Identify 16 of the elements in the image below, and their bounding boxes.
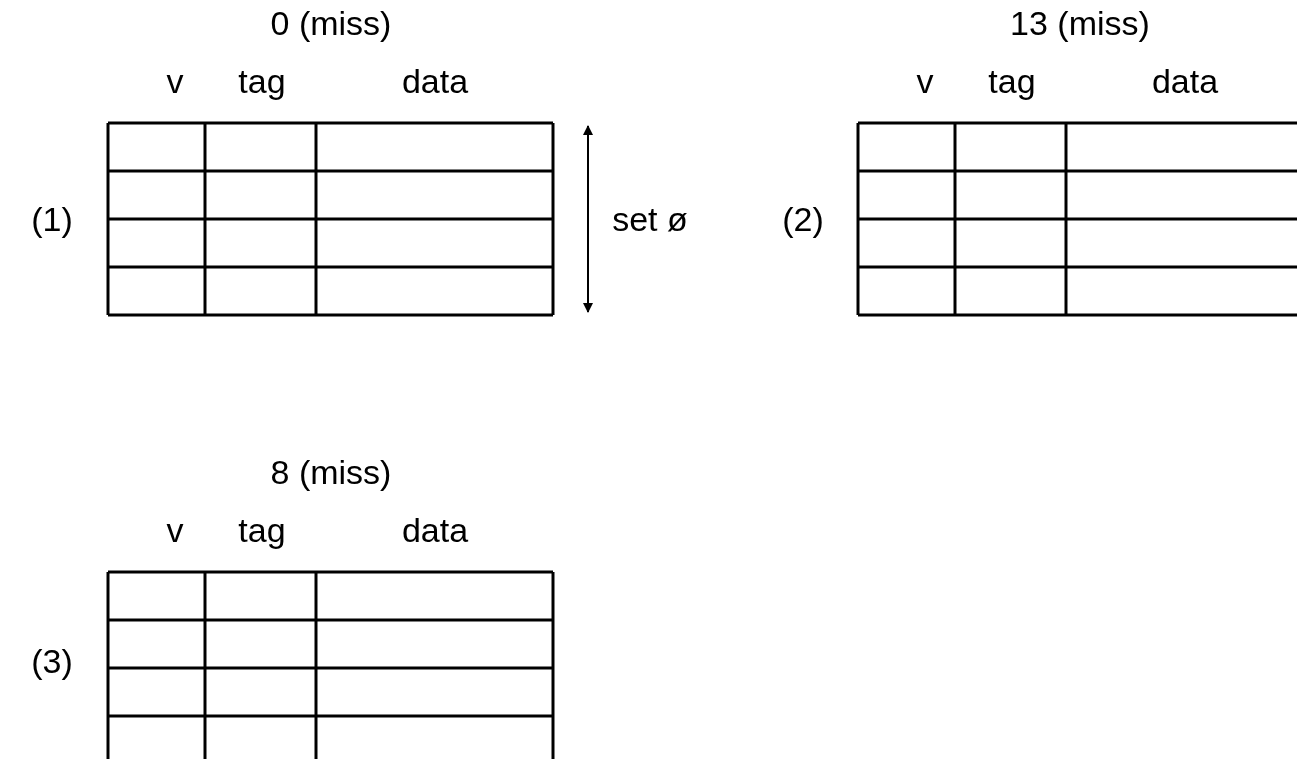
table-title: 13 (miss) [1010,4,1150,42]
column-header: data [1151,62,1219,100]
column-header: tag [238,511,286,549]
table-title: 0 (miss) [270,4,392,42]
column-header: v [916,62,934,100]
column-header: tag [988,62,1036,100]
table-title: 8 (miss) [270,453,392,491]
column-header: v [166,62,184,100]
column-header: data [401,62,469,100]
set-label: set ø [612,200,688,238]
row-label: (3) [31,642,73,680]
column-header: v [166,511,184,549]
column-header: tag [238,62,286,100]
column-header: data [401,511,469,549]
row-label: (2) [782,200,824,238]
row-label: (1) [31,200,73,238]
